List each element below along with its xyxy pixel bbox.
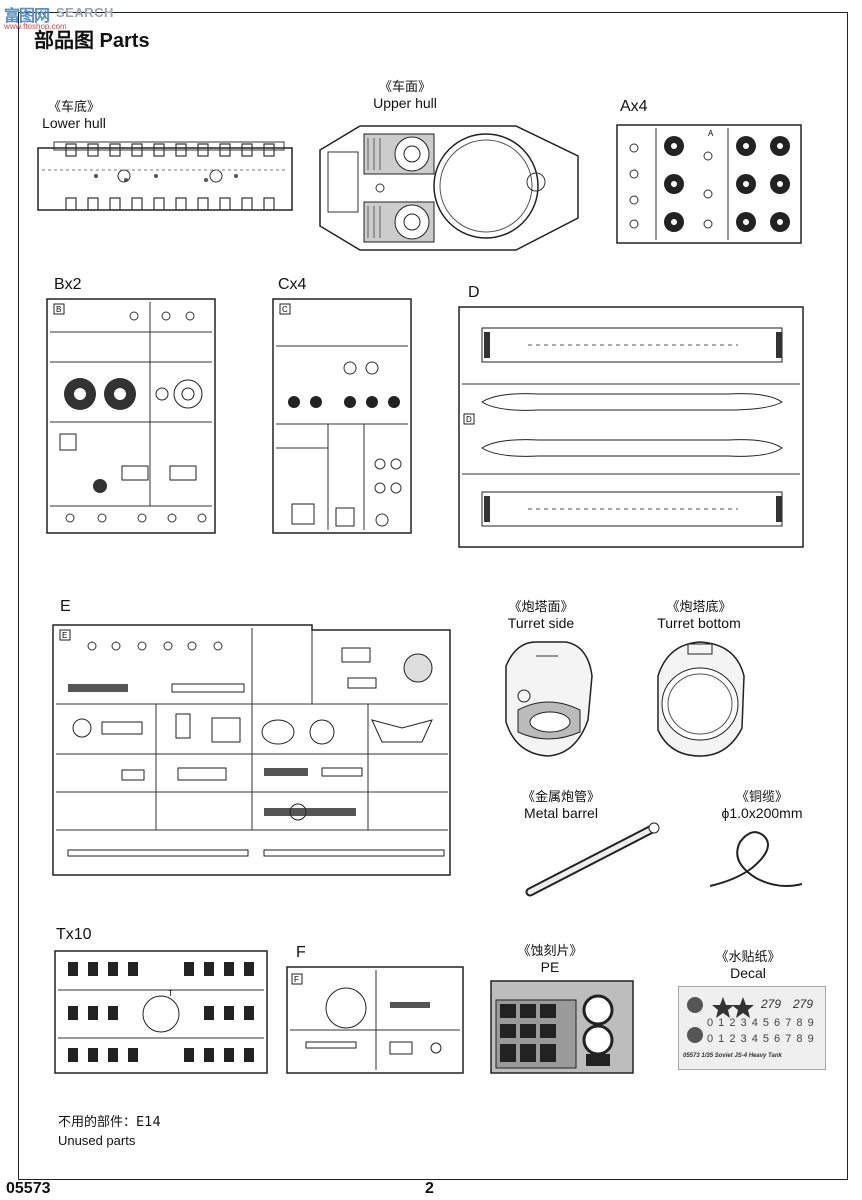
unused-parts-zh: 不用的部件：E14 bbox=[58, 1115, 161, 1130]
page-number: 2 bbox=[425, 1180, 434, 1197]
upper-hull-label: 《车面》 Upper hull bbox=[360, 76, 450, 111]
photo-etch-zh: 《蚀刻片》 bbox=[517, 944, 583, 959]
turret-side-drawing bbox=[496, 636, 600, 760]
sprue-a-label: Ax4 bbox=[620, 98, 648, 115]
turret-bottom-en: Turret bottom bbox=[657, 615, 741, 631]
decal-marking-2: 279 bbox=[793, 997, 814, 1011]
turret-bottom-drawing bbox=[648, 636, 752, 760]
lower-hull-en: Lower hull bbox=[42, 115, 106, 131]
metal-barrel-label: 《金属炮管》 Metal barrel bbox=[510, 786, 612, 821]
upper-hull-zh: 《车面》 bbox=[378, 80, 431, 95]
kit-number: 05573 bbox=[6, 1180, 51, 1197]
photo-etch-label: 《蚀刻片》 PE bbox=[510, 940, 590, 975]
unused-parts-note: 不用的部件：E14 Unused parts bbox=[58, 1114, 161, 1150]
sprue-t-label: Tx10 bbox=[56, 926, 92, 943]
sprue-b-tag: B bbox=[56, 305, 61, 314]
decal-marking-1: 279 bbox=[761, 997, 782, 1011]
sprue-d-drawing: D bbox=[458, 306, 804, 548]
turret-side-label: 《炮塔面》 Turret side bbox=[496, 596, 586, 631]
sprue-t-drawing: T bbox=[54, 950, 268, 1074]
lower-hull-zh: 《车底》 bbox=[47, 100, 100, 115]
sprue-a-drawing: A bbox=[616, 124, 802, 244]
sprue-b-label: Bx2 bbox=[54, 276, 82, 293]
decal-zh: 《水贴纸》 bbox=[715, 950, 781, 965]
sprue-b-drawing: B bbox=[46, 298, 216, 534]
turret-side-en: Turret side bbox=[507, 615, 575, 631]
upper-hull-en: Upper hull bbox=[373, 95, 437, 111]
sprue-f-drawing: F bbox=[286, 966, 464, 1074]
decal-label: 《水贴纸》 Decal bbox=[708, 946, 788, 981]
sprue-f-tag: F bbox=[294, 975, 299, 984]
page-frame bbox=[18, 12, 848, 1180]
turret-bottom-zh: 《炮塔底》 bbox=[666, 600, 732, 615]
page-title: 部品图 Parts bbox=[34, 30, 150, 52]
copper-cable-label: 《铜缆》 ϕ1.0x200mm bbox=[712, 786, 812, 821]
watermark-logo: 富图网 bbox=[4, 8, 50, 25]
watermark-url: www.ftoshop.com bbox=[4, 22, 67, 31]
photo-etch-drawing bbox=[490, 980, 634, 1074]
decal-caption: 05573 1/35 Soviet JS-4 Heavy Tank bbox=[683, 1053, 782, 1059]
watermark-brand: SEARCH bbox=[56, 5, 114, 20]
metal-barrel-en: Metal barrel bbox=[524, 805, 598, 821]
metal-barrel-drawing bbox=[520, 820, 664, 900]
sprue-f-label: F bbox=[296, 944, 306, 961]
lower-hull-label: 《车底》 Lower hull bbox=[34, 96, 114, 131]
sprue-d-label: D bbox=[468, 284, 480, 301]
sprue-d-tag: D bbox=[466, 415, 472, 424]
sprue-e-label: E bbox=[60, 598, 71, 615]
sprue-c-tag: C bbox=[282, 305, 288, 314]
turret-bottom-label: 《炮塔底》 Turret bottom bbox=[652, 596, 746, 631]
sprue-c-drawing: C bbox=[272, 298, 412, 534]
copper-cable-en: ϕ1.0x200mm bbox=[721, 805, 803, 821]
sprue-e-drawing: E bbox=[52, 624, 452, 876]
sprue-e-tag: E bbox=[62, 631, 67, 640]
metal-barrel-zh: 《金属炮管》 bbox=[521, 790, 600, 805]
upper-hull-drawing bbox=[316, 122, 590, 254]
photo-etch-en: PE bbox=[540, 959, 560, 975]
turret-side-zh: 《炮塔面》 bbox=[508, 600, 574, 615]
copper-cable-drawing bbox=[706, 828, 806, 898]
sprue-a-tag: A bbox=[708, 129, 714, 138]
decal-digits-row-2: 0 1 2 3 4 5 6 7 8 9 bbox=[707, 1033, 815, 1045]
sprue-c-label: Cx4 bbox=[278, 276, 307, 293]
decal-digits-row-1: 0 1 2 3 4 5 6 7 8 9 bbox=[707, 1017, 815, 1029]
unused-parts-en: Unused parts bbox=[58, 1133, 136, 1148]
decal-sheet: 279 279 0 1 2 3 4 5 6 7 8 9 0 1 2 3 4 5 … bbox=[678, 986, 826, 1070]
watermark: 富图网 SEARCH www.ftoshop.com bbox=[0, 0, 160, 38]
decal-en: Decal bbox=[730, 965, 766, 981]
sprue-t-tag: T bbox=[168, 989, 173, 998]
copper-cable-zh: 《铜缆》 bbox=[735, 790, 788, 805]
lower-hull-drawing bbox=[36, 140, 296, 216]
